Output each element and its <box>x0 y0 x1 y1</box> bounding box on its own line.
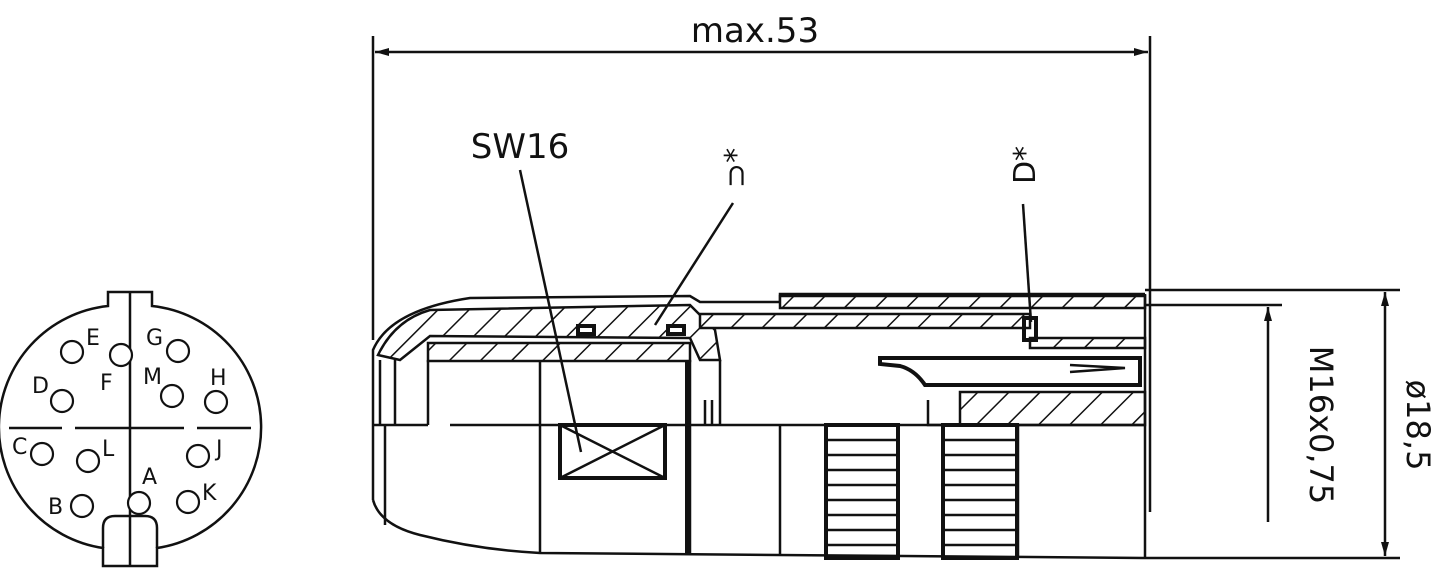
coupling-ring-section <box>778 294 1147 310</box>
seal-ring <box>576 324 596 336</box>
body-edges <box>383 425 1020 558</box>
pin-label: L <box>102 437 115 462</box>
wrench-leader <box>518 169 583 453</box>
note-d-leader <box>1021 203 1033 323</box>
nose-outline <box>371 292 1145 500</box>
contact-carrier-section <box>958 390 1147 427</box>
pin-labels: E F G D M H C L J A B K <box>12 326 227 520</box>
pin-a <box>126 490 152 516</box>
seal-ring <box>666 324 686 336</box>
pin-g <box>165 338 191 364</box>
pin-k <box>175 489 201 515</box>
pin-label: B <box>48 495 63 520</box>
pin-f <box>108 342 134 368</box>
pin-e <box>59 339 85 365</box>
pin-holes <box>29 338 229 519</box>
connector-face-view: E F G D M H C L J A B K <box>0 290 263 568</box>
housing-section <box>698 312 1032 330</box>
knurled-ring-1 <box>824 423 900 560</box>
length-label: max.53 <box>691 11 819 51</box>
pin-label: A <box>142 465 157 490</box>
insert-section <box>1028 336 1147 350</box>
pin-j <box>185 443 211 469</box>
pin-c <box>29 441 55 467</box>
thread-dimension: M16x0,75 <box>1145 303 1340 522</box>
note-d-label: D* <box>1008 146 1043 184</box>
pin-label: F <box>100 371 113 396</box>
pin-m <box>159 383 185 409</box>
pin-l <box>75 448 101 474</box>
pin-label: C <box>12 435 27 460</box>
length-dimension: max.53 <box>371 11 1152 512</box>
pin-label: H <box>210 366 227 391</box>
pin-label: E <box>86 326 100 351</box>
pin-d <box>49 388 75 414</box>
pin-label: K <box>202 481 217 506</box>
note-u-leader <box>653 202 735 326</box>
pin-b <box>69 493 95 519</box>
wrench-size-label: SW16 <box>471 127 569 167</box>
note-u-label: ⊃* <box>719 148 754 188</box>
pin-label: D <box>32 374 49 399</box>
diameter-label: ø18,5 <box>1399 380 1437 471</box>
pin-label: J <box>214 437 223 462</box>
connector-side-view <box>371 292 1147 560</box>
outer-sleeve-section <box>376 303 722 362</box>
diameter-dimension: ø18,5 <box>1145 288 1437 560</box>
contact-slot <box>1069 363 1126 374</box>
bottom-outline <box>371 499 1146 560</box>
callouts: SW16 ⊃* D* <box>471 127 1043 453</box>
thread-label: M16x0,75 <box>1302 346 1340 505</box>
contact-pin <box>878 356 1142 387</box>
pin-label: M <box>143 365 162 390</box>
knurled-ring-2 <box>941 423 1019 560</box>
pin-label: G <box>146 326 163 351</box>
pin-h <box>203 389 229 415</box>
